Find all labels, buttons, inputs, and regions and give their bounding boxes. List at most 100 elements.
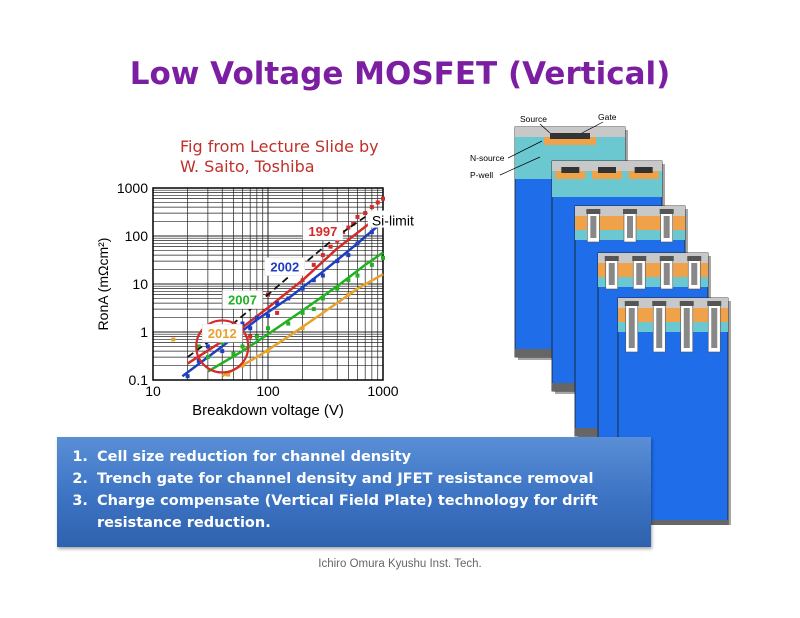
gate-cap [659, 209, 674, 214]
source-metal [618, 298, 728, 308]
key-point-2: Trench gate for channel density and JFET… [93, 468, 641, 490]
data-point [346, 225, 351, 230]
data-point [248, 334, 253, 339]
data-point [311, 307, 316, 312]
data-point [205, 344, 210, 349]
data-point [248, 326, 253, 331]
gate-electrode [561, 167, 580, 173]
trend-line [181, 220, 384, 378]
data-point [300, 310, 305, 315]
data-point [363, 211, 368, 216]
series-3 [196, 251, 385, 373]
data-point [231, 351, 236, 356]
data-point [220, 340, 225, 345]
data-point [346, 253, 351, 258]
trench-gate [590, 216, 597, 238]
annotation-label: 2012 [208, 326, 237, 341]
annotation-box [201, 323, 243, 343]
series-4 [171, 273, 384, 378]
gate-cap [687, 256, 702, 261]
data-point [240, 344, 245, 349]
data-point [369, 262, 374, 267]
data-point [351, 221, 356, 226]
data-point [369, 205, 374, 210]
substrate [618, 520, 728, 525]
gate-cap [679, 301, 694, 306]
gate-cap [604, 256, 619, 261]
figure-caption: Fig from Lecture Slide by W. Saito, Tosh… [180, 137, 379, 177]
data-point [320, 296, 325, 301]
annotation-box [367, 210, 426, 228]
y-tick-label: 1000 [117, 180, 148, 196]
data-point [171, 337, 176, 342]
data-point [320, 273, 325, 278]
gate-electrode [634, 167, 653, 173]
data-point [196, 344, 201, 349]
y-axis-label: RonA (mΩcm²) [95, 238, 111, 331]
x-tick-label: 10 [145, 383, 161, 399]
n-source [628, 171, 659, 179]
trench-gate [627, 216, 633, 238]
annotation-box [264, 257, 306, 276]
gate-cap [586, 209, 601, 214]
data-point [266, 326, 270, 331]
trench-gate [683, 308, 690, 348]
gate-cap [707, 301, 722, 306]
data-point [335, 238, 340, 243]
p-well-leader [499, 156, 541, 176]
trench-gate [663, 263, 670, 285]
trench-gate [608, 263, 615, 285]
data-point [286, 321, 291, 326]
slide-title: Low Voltage MOSFET (Vertical) [129, 56, 671, 92]
trend-line [207, 251, 384, 373]
annotation-label: Si-limit [372, 213, 414, 229]
data-point [355, 214, 360, 219]
n-source [544, 137, 596, 145]
y-tick-label: 100 [125, 228, 149, 244]
data-point [275, 310, 280, 315]
x-tick-label: 1000 [367, 383, 398, 399]
caption-line-1: Fig from Lecture Slide by [180, 137, 379, 156]
data-point [254, 334, 259, 339]
x-axis-label: Breakdown voltage (V) [192, 402, 344, 419]
footer-credit: Ichiro Omura Kyushu Inst. Tech. [318, 558, 482, 570]
trench-gate [656, 308, 663, 348]
data-point [320, 253, 325, 258]
caption-line-2: W. Saito, Toshiba [180, 157, 315, 176]
data-point [311, 262, 316, 267]
y-tick-label: 0.1 [129, 372, 149, 388]
key-point-3: Charge compensate (Vertical Field Plate)… [93, 490, 641, 534]
gate-cap [632, 256, 647, 261]
device-panel-5 [617, 297, 731, 525]
source-metal [552, 161, 662, 171]
y-tick-label: 10 [132, 276, 148, 292]
data-point [328, 244, 333, 249]
p-well [618, 322, 728, 332]
gate-electrode [550, 133, 590, 139]
n-source-leader [507, 140, 543, 159]
gate-label: Gate [598, 112, 617, 122]
data-point [254, 315, 259, 320]
key-points-box: Cell size reduction for channel density … [57, 437, 651, 547]
key-point-1: Cell size reduction for channel density [93, 446, 641, 468]
data-point [205, 355, 210, 360]
gate-electrode [598, 167, 616, 173]
gate-cap [623, 209, 637, 214]
chart-grid [152, 188, 383, 381]
annotation-box [302, 221, 344, 241]
data-point [275, 301, 280, 306]
data-point [226, 372, 231, 377]
p-well-label: P-well [470, 170, 493, 180]
data-point [240, 321, 245, 326]
n-source [592, 171, 622, 179]
data-point [185, 374, 190, 379]
data-point [355, 273, 360, 278]
p-well [598, 277, 708, 287]
data-point [381, 196, 385, 201]
trench-gate [663, 216, 670, 238]
gate-cap [624, 301, 639, 306]
data-point [335, 286, 340, 291]
trend-line [221, 273, 384, 378]
n-source-label: N-source [470, 153, 505, 163]
